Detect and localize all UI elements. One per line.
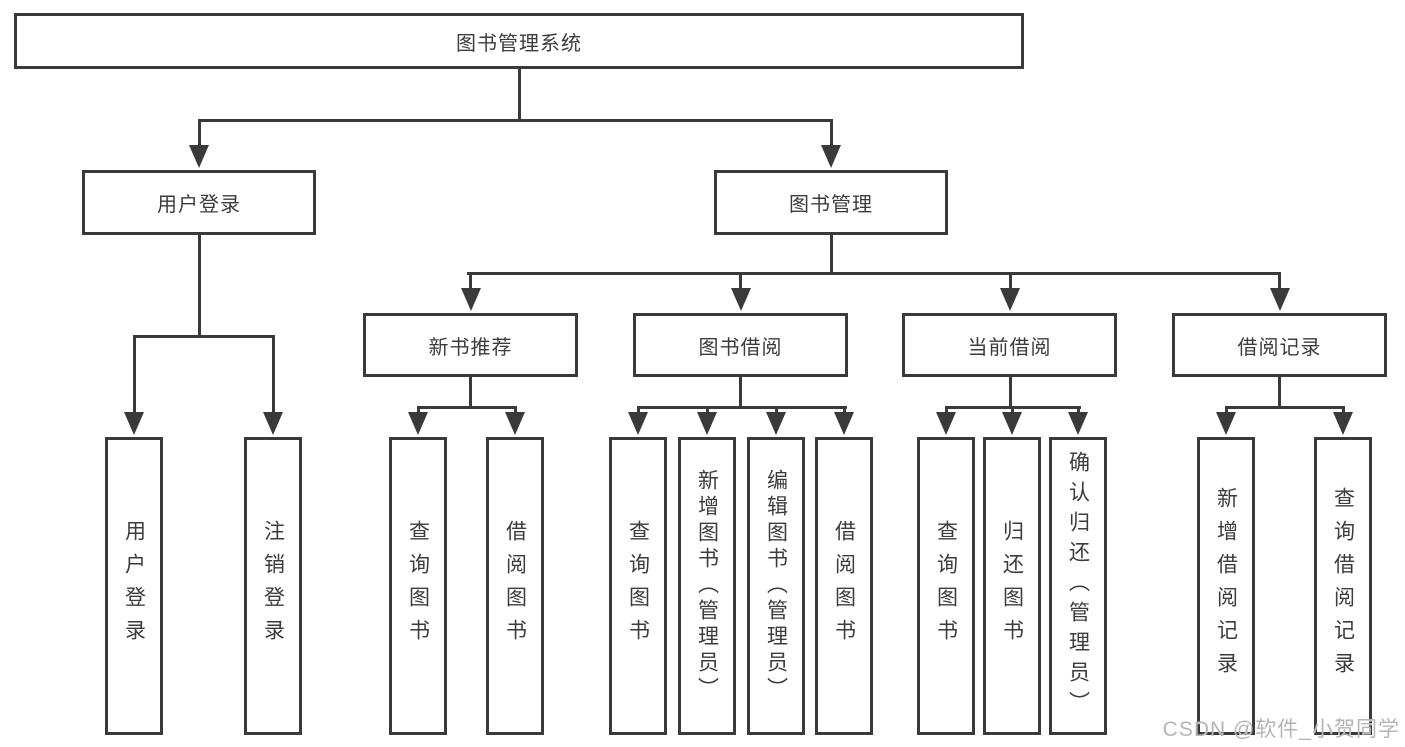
arrow-down-icon — [1000, 272, 1020, 311]
leaf-query-books-current: 查询图书 — [917, 437, 975, 735]
connector-line — [466, 272, 1281, 275]
node-label: 查询借阅记录 — [1331, 487, 1355, 685]
leaf-add-borrow-record: 新增借阅记录 — [1197, 437, 1255, 735]
node-book-management-branch: 图书管理 — [714, 170, 948, 235]
connector-line — [1224, 406, 1345, 409]
connector-line — [416, 406, 517, 409]
arrow-down-icon — [1068, 406, 1088, 435]
arrow-down-icon — [1269, 272, 1290, 311]
node-label: 借阅图书 — [503, 520, 527, 652]
leaf-borrow-books: 借阅图书 — [815, 437, 873, 735]
leaf-logout: 注销登录 — [244, 437, 302, 735]
connector-line — [739, 377, 742, 409]
node-label: 当前借阅 — [967, 336, 1052, 359]
leaf-confirm-return-admin: 确认归还（管理员） — [1049, 437, 1107, 735]
leaf-borrow-books-recommend: 借阅图书 — [486, 437, 544, 735]
arrow-down-icon — [834, 406, 854, 435]
node-label: 确认归还（管理员） — [1066, 451, 1090, 721]
node-label: 图书管理系统 — [456, 32, 582, 55]
node-book-management-system: 图书管理系统 — [14, 13, 1024, 69]
connector-line — [197, 235, 201, 338]
leaf-query-borrow-record: 查询借阅记录 — [1314, 437, 1372, 735]
node-label: 图书管理 — [789, 194, 873, 216]
arrow-down-icon — [124, 335, 144, 435]
node-label: 新增借阅记录 — [1214, 487, 1238, 685]
node-label: 用户登录 — [157, 194, 241, 216]
node-label: 借阅图书 — [832, 520, 856, 652]
leaf-edit-books-admin: 编辑图书（管理员） — [747, 437, 805, 735]
leaf-query-books-borrow: 查询图书 — [609, 437, 667, 735]
node-label: 查询图书 — [626, 520, 650, 652]
leaf-query-books-recommend: 查询图书 — [389, 437, 447, 735]
arrow-down-icon — [766, 406, 786, 435]
arrow-down-icon — [460, 272, 481, 311]
arrow-down-icon — [1216, 406, 1236, 435]
node-label: 图书借阅 — [698, 336, 783, 359]
node-user-login-branch: 用户登录 — [82, 170, 316, 235]
node-label: 新增图书（管理员） — [695, 469, 719, 703]
connector-line — [1278, 377, 1281, 409]
csdn-watermark: CSDN @软件_小贺同学 — [1162, 718, 1400, 741]
connector-line — [1008, 377, 1012, 409]
arrow-down-icon — [263, 335, 283, 435]
arrow-down-icon — [189, 119, 209, 168]
node-current-borrowing: 当前借阅 — [902, 313, 1117, 377]
node-borrowing-records: 借阅记录 — [1172, 313, 1387, 377]
leaf-user-login: 用户登录 — [105, 437, 163, 735]
arrow-down-icon — [730, 272, 751, 311]
leaf-add-books-admin: 新增图书（管理员） — [678, 437, 736, 735]
connector-line — [829, 235, 833, 275]
node-book-borrowing: 图书借阅 — [633, 313, 848, 377]
node-new-book-recommendation: 新书推荐 — [363, 313, 578, 377]
arrow-down-icon — [936, 406, 956, 435]
connector-line — [469, 377, 472, 409]
arrow-down-icon — [697, 406, 717, 435]
arrow-down-icon — [408, 406, 428, 435]
node-label: 借阅记录 — [1237, 336, 1322, 359]
arrow-down-icon — [505, 406, 525, 435]
leaf-return-books: 归还图书 — [983, 437, 1041, 735]
node-label: 用户登录 — [122, 520, 146, 652]
node-label: 编辑图书（管理员） — [764, 469, 788, 703]
node-label: 注销登录 — [261, 520, 285, 652]
node-label: 查询图书 — [406, 520, 430, 652]
node-label: 归还图书 — [1000, 520, 1024, 652]
node-label: 新书推荐 — [428, 336, 513, 359]
arrow-down-icon — [1333, 406, 1353, 435]
connector-line — [636, 406, 847, 409]
connector-line — [132, 335, 275, 338]
arrow-down-icon — [628, 406, 648, 435]
arrow-down-icon — [821, 119, 841, 168]
connector-line — [197, 119, 833, 122]
connector-line — [517, 69, 521, 122]
arrow-down-icon — [1002, 406, 1022, 435]
node-label: 查询图书 — [934, 520, 958, 652]
